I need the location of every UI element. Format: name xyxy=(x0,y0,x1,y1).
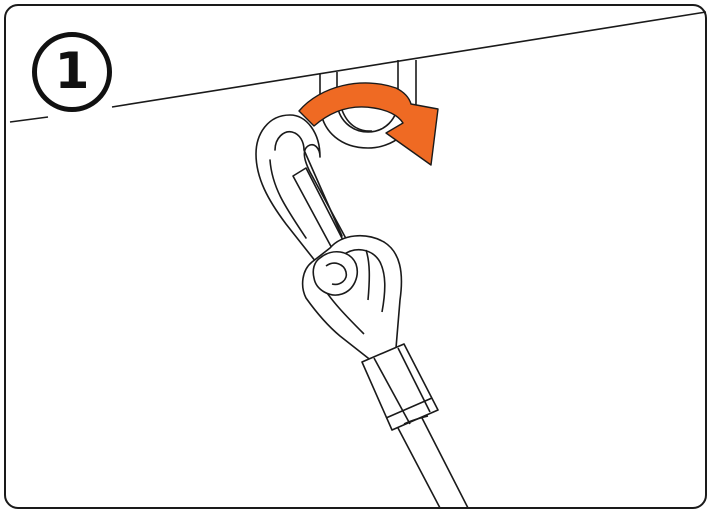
hook-loop xyxy=(312,251,358,296)
curved-arrow-clockwise-icon xyxy=(298,82,439,166)
ceiling-line xyxy=(9,11,707,123)
rope xyxy=(397,415,469,509)
step-badge: 1 xyxy=(32,32,112,112)
step-number: 1 xyxy=(54,42,90,100)
crimp-sleeve xyxy=(361,343,439,431)
